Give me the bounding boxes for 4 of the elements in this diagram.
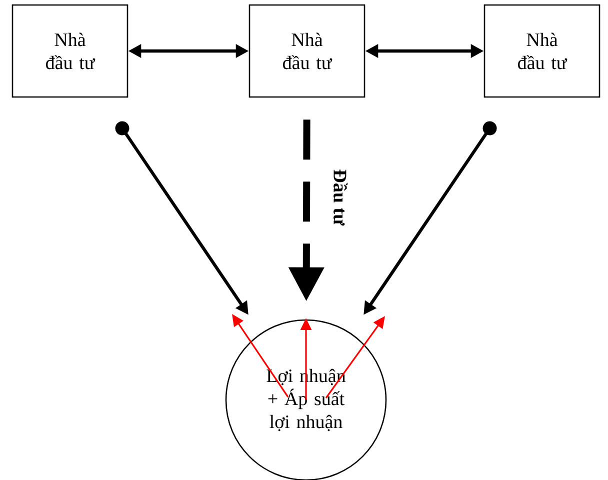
investor-box: Nhà đầu tư xyxy=(12,4,128,98)
investor-box: Nhà đầu tư xyxy=(248,4,366,98)
edge-label: Đầu tư xyxy=(334,170,348,226)
investor-box: Nhà đầu tư xyxy=(484,4,600,98)
